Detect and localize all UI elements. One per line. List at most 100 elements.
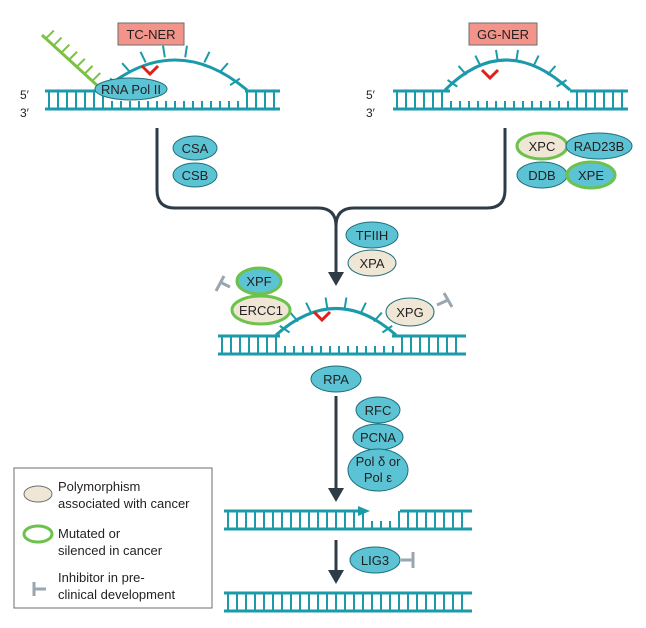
- rna-base-tick: [60, 43, 71, 54]
- rna-base-tick: [52, 36, 63, 47]
- lig3-inhibitor-icon: [401, 552, 415, 568]
- tc-ner-dna: RNA Pol II 5′ 3′: [20, 29, 280, 120]
- merge-arrowhead: [328, 272, 344, 286]
- dna-duplex: [218, 334, 466, 356]
- rfc-protein: [355, 396, 401, 424]
- gap-filling-dna: [224, 506, 472, 531]
- xpg-label: XPG: [396, 305, 423, 320]
- rpa-label: RPA: [323, 372, 349, 387]
- incision-dna: [218, 297, 466, 356]
- legend-mutated-line2: silenced in cancer: [58, 543, 163, 558]
- legend-inhibitor-icon: [32, 582, 46, 596]
- lig3-label: LIG3: [361, 553, 389, 568]
- xpa-protein: [347, 249, 397, 277]
- bubble-base-tick: [495, 49, 499, 62]
- legend-inhibitor-line2: clinical development: [58, 587, 175, 602]
- new-strand-arrowhead: [358, 506, 370, 516]
- tc-ner-label: TC-NER: [126, 27, 175, 42]
- xpe-protein: [565, 160, 617, 190]
- bubble-base-tick: [532, 55, 540, 67]
- xpa-label: XPA: [359, 256, 384, 271]
- pol-label-line1: Pol δ or: [356, 454, 401, 469]
- synthesis-arrowhead: [328, 488, 344, 502]
- csa-label: CSA: [182, 141, 209, 156]
- rna-pol-ii-blob: [94, 77, 168, 101]
- bubble-base-tick: [447, 79, 458, 88]
- bubble-base-tick: [184, 45, 188, 58]
- gg-ner-label: GG-NER: [477, 27, 529, 42]
- bubble-base-tick: [279, 325, 291, 334]
- xpf-protein: [235, 266, 283, 296]
- dna-duplex: [224, 591, 472, 613]
- pol-delta-epsilon-protein: [347, 448, 409, 492]
- gg-ner-dna: 5′ 3′: [366, 49, 628, 120]
- dna-duplex: [224, 509, 472, 531]
- legend-mutated-line1: Mutated or: [58, 526, 121, 541]
- rpa-protein: [310, 365, 362, 393]
- bubble-base-tick: [229, 77, 241, 87]
- legend-polymorphism-swatch: [23, 485, 53, 503]
- rna-pol-ii-label: RNA Pol II: [101, 82, 161, 97]
- bubble-base-tick: [203, 51, 211, 63]
- legend-mutated-swatch: [22, 524, 54, 544]
- rna-base-tick: [45, 29, 55, 40]
- bubble-base-tick: [556, 79, 567, 88]
- legend-inhibitor-line1: Inhibitor in pre-: [58, 570, 145, 585]
- bubble-base-tick: [457, 65, 468, 76]
- legend-polymorphism-line2: associated with cancer: [58, 496, 190, 511]
- bubble-base-tick: [474, 55, 482, 67]
- xpg-protein: [385, 297, 435, 327]
- damaged-strand-bubble: [443, 58, 572, 92]
- dna-duplex: [45, 89, 280, 111]
- ercc1-protein: [230, 294, 292, 326]
- bubble-ticks: [447, 49, 567, 88]
- gg-five-prime: 5′: [366, 88, 376, 102]
- bubble-base-tick: [324, 297, 329, 310]
- bubble-base-tick: [139, 51, 147, 63]
- xpe-label: XPE: [578, 168, 604, 183]
- ddb-label: DDB: [528, 168, 555, 183]
- pol-label-line2: Pol ε: [364, 470, 392, 485]
- xpc-label: XPC: [529, 139, 556, 154]
- xpf-inhibitor-icon: [214, 275, 231, 292]
- csb-protein: [172, 162, 218, 188]
- tfiih-protein: [345, 221, 399, 249]
- gg-three-prime: 3′: [366, 106, 376, 120]
- tc-three-prime: 3′: [20, 106, 30, 120]
- bubble-base-tick: [289, 311, 299, 323]
- rna-base-tick: [91, 72, 101, 82]
- bubble-base-tick: [359, 302, 367, 314]
- ercc1-label: ERCC1: [239, 303, 283, 318]
- bubble-base-tick: [546, 65, 557, 76]
- damaged-strand-bubble: [102, 58, 248, 92]
- damaged-strand-bubble: [275, 307, 397, 337]
- pathway-merge-arrows: [155, 128, 507, 286]
- rna-base-tick: [68, 51, 78, 61]
- lig3-protein: [349, 546, 401, 574]
- rna-transcript: [40, 29, 102, 90]
- bubble-base-tick: [305, 302, 313, 314]
- csb-label: CSB: [182, 168, 209, 183]
- csa-protein: [172, 135, 218, 161]
- rad23b-label: RAD23B: [574, 139, 625, 154]
- pcna-label: PCNA: [360, 430, 396, 445]
- ligation-arrowhead: [328, 570, 344, 584]
- legend-polymorphism-line1: Polymorphism: [58, 479, 140, 494]
- dna-lesion: [480, 68, 500, 81]
- bubble-base-tick: [373, 311, 383, 323]
- dna-lesion: [312, 310, 332, 323]
- rfc-label: RFC: [365, 403, 392, 418]
- xpf-label: XPF: [246, 274, 271, 289]
- legend: Polymorphism associated with cancer Muta…: [13, 467, 213, 609]
- bubble-base-tick: [162, 45, 166, 58]
- tfiih-label: TFIIH: [356, 228, 389, 243]
- dna-duplex: [393, 89, 628, 111]
- bubble-base-tick: [219, 62, 229, 73]
- rna-base-tick: [83, 65, 94, 75]
- repaired-dna: [224, 591, 472, 613]
- dna-lesion: [140, 64, 160, 77]
- rna-base-tick: [76, 58, 86, 68]
- bubble-ticks: [279, 297, 393, 334]
